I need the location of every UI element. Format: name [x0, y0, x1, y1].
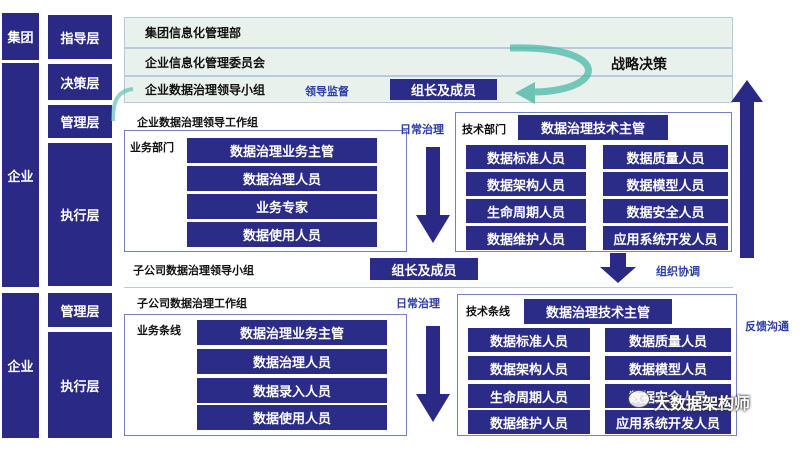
down-arrow-top: [416, 147, 450, 243]
tech-role-right-2: 数据安全人员: [603, 199, 728, 223]
tech-role-right-1: 数据模型人员: [603, 172, 728, 196]
group-label: 集团: [2, 13, 39, 60]
committee-band: 企业信息化管理委员会: [124, 48, 733, 76]
feedback-label: 反馈沟通: [745, 320, 789, 333]
bottom-business-role-0: 数据治理业务主管: [197, 320, 387, 345]
bottom-business-role-2: 数据录入人员: [197, 378, 387, 403]
bottom-tech-role-right-3: 应用系统开发人员: [605, 410, 731, 434]
bottom-tech-role-left-1: 数据架构人员: [468, 356, 590, 380]
business-line-label: 业务条线: [137, 324, 181, 337]
leader-supervision-label: 领导监督: [305, 85, 349, 98]
divider-line: [124, 287, 733, 288]
tech-role-left-0: 数据标准人员: [466, 145, 586, 169]
daily-governance-bottom-label: 日常治理: [396, 297, 440, 310]
mgmt-layer-bottom-label: 管理层: [48, 293, 112, 327]
bottom-business-role-1: 数据治理人员: [197, 349, 387, 374]
enterprise-bottom-label: 企业: [2, 293, 39, 438]
exec-layer-top-label: 执行层: [48, 143, 112, 286]
tech-dept-label: 技术部门: [462, 123, 506, 136]
group-dept-band: 集团信息化管理部: [124, 17, 733, 48]
guide-layer-label: 指导层: [48, 15, 112, 59]
sub-work-group-label: 子公司数据治理工作组: [137, 297, 247, 310]
work-group-label: 企业数据治理领导工作组: [137, 116, 258, 129]
sub-members-box: 组长及成员: [370, 258, 478, 280]
enterprise-top-label: 企业: [2, 63, 39, 287]
bottom-tech-head-box: 数据治理技术主管: [524, 299, 672, 324]
bottom-tech-role-left-3: 数据维护人员: [468, 410, 590, 434]
strategy-label: 战略决策: [611, 57, 667, 73]
leading-group-label: 企业数据治理领导小组: [145, 83, 266, 97]
up-arrow-right: [731, 80, 763, 258]
business-dept-label: 业务部门: [130, 141, 174, 154]
down-arrow-middle: [600, 253, 636, 283]
business-role-3: 数据使用人员: [187, 222, 377, 247]
tech-role-left-2: 生命周期人员: [466, 199, 586, 223]
left-curve-arrow: [111, 87, 134, 122]
daily-governance-top-label: 日常治理: [400, 123, 444, 136]
exec-layer-bottom-label: 执行层: [48, 332, 112, 438]
watermark-text: 大数据架构师: [654, 394, 751, 413]
leader-members-box: 组长及成员: [390, 79, 497, 100]
sub-leading-group-label: 子公司数据治理领导小组: [133, 264, 254, 277]
bottom-tech-role-right-2: 数据安全人员: [605, 384, 731, 408]
strategy-curve-arrow: [509, 44, 592, 104]
tech-role-left-1: 数据架构人员: [466, 172, 586, 196]
bottom-business-role-3: 数据使用人员: [197, 405, 387, 430]
decision-layer-label: 决策层: [48, 64, 112, 100]
tech-role-left-3: 数据维护人员: [466, 226, 586, 250]
bottom-tech-role-right-0: 数据质量人员: [605, 328, 731, 352]
tech-role-right-3: 应用系统开发人员: [603, 226, 728, 250]
bottom-tech-role-right-1: 数据模型人员: [605, 356, 731, 380]
org-coordination-label: 组织协调: [656, 265, 700, 278]
tech-role-right-0: 数据质量人员: [603, 145, 728, 169]
business-role-1: 数据治理人员: [187, 166, 377, 191]
wechat-icon: [628, 390, 650, 408]
tech-line-label: 技术条线: [466, 305, 510, 318]
tech-head-box: 数据治理技术主管: [518, 115, 668, 140]
business-role-2: 业务专家: [187, 194, 377, 219]
business-role-0: 数据治理业务主管: [187, 138, 377, 163]
mgmt-layer-top-label: 管理层: [48, 105, 112, 138]
down-arrow-bottom: [416, 326, 450, 422]
bottom-tech-role-left-2: 生命周期人员: [468, 384, 590, 408]
bottom-tech-role-left-0: 数据标准人员: [468, 328, 590, 352]
